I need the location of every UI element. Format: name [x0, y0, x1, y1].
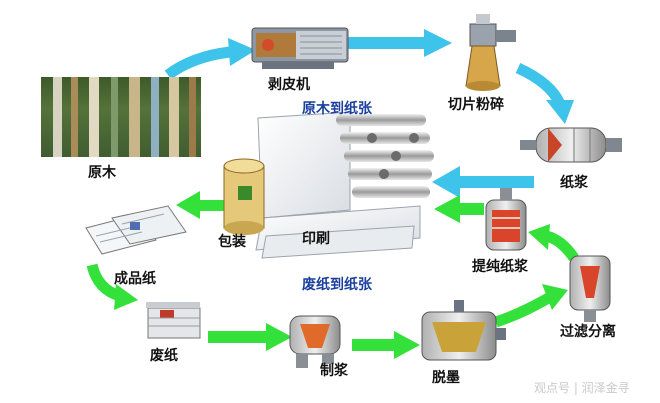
arrow-pulping-to-deinking — [352, 331, 420, 359]
watermark: 观点号 | 润泽金寻 — [534, 381, 630, 395]
arrow-pulp-to-printing — [432, 166, 534, 198]
arrow-printing-to-packaging — [176, 191, 232, 219]
tree-trunk — [111, 77, 118, 157]
finished-paper-icon — [85, 205, 187, 255]
packaged-roll-icon — [223, 158, 265, 235]
pulper-drum-icon — [520, 127, 622, 163]
label-filtering: 过滤分离 — [560, 324, 616, 340]
pulping-tank-icon — [289, 315, 341, 368]
tree-trunk — [169, 77, 179, 157]
tree-trunk — [189, 77, 196, 157]
chipper-machine-icon — [465, 14, 516, 91]
label-purifying: 提纯纸浆 — [472, 259, 528, 275]
arrow-filtering-to-purifying — [528, 224, 579, 262]
arrow-logs-to-debarker — [164, 38, 256, 80]
arrow-deinking-to-filtering — [494, 284, 568, 328]
label-deinking: 脱墨 — [432, 370, 460, 386]
arrow-wastepaper-to-pulping — [208, 323, 292, 351]
tree-trunk — [129, 77, 140, 157]
section-label-recycled: 废纸到纸张 — [302, 277, 372, 293]
tree-trunk — [71, 77, 78, 157]
label-wastepaper: 废纸 — [150, 348, 178, 364]
label-logs: 原木 — [88, 165, 116, 181]
arrow-debarker-to-chipper — [348, 29, 452, 57]
arrow-chipper-to-pulp — [515, 62, 574, 124]
label-finished: 成品纸 — [114, 271, 156, 287]
label-printing: 印刷 — [302, 231, 330, 247]
arrow-finished-to-wastepaper — [86, 263, 138, 310]
label-debarker: 剥皮机 — [268, 77, 310, 93]
debarker-machine-icon — [251, 27, 349, 69]
purifying-unit-icon — [485, 188, 527, 251]
tree-trunk — [89, 77, 99, 157]
tree-trunk — [53, 77, 62, 157]
label-packaging: 包装 — [218, 234, 246, 250]
tree-trunk — [151, 77, 159, 157]
label-pulping: 制浆 — [320, 363, 348, 379]
filtering-unit-icon — [569, 255, 611, 322]
label-pulp: 纸浆 — [560, 175, 588, 191]
arrow-purifying-to-printing — [434, 195, 484, 223]
section-label-virgin: 原木到纸张 — [302, 101, 372, 117]
deinking-tank-icon — [421, 300, 506, 361]
label-chipper: 切片粉碎 — [448, 97, 504, 113]
paper-machine-icon — [255, 111, 434, 259]
waste-paper-stack-icon — [146, 302, 201, 339]
forest-photo — [41, 77, 201, 157]
